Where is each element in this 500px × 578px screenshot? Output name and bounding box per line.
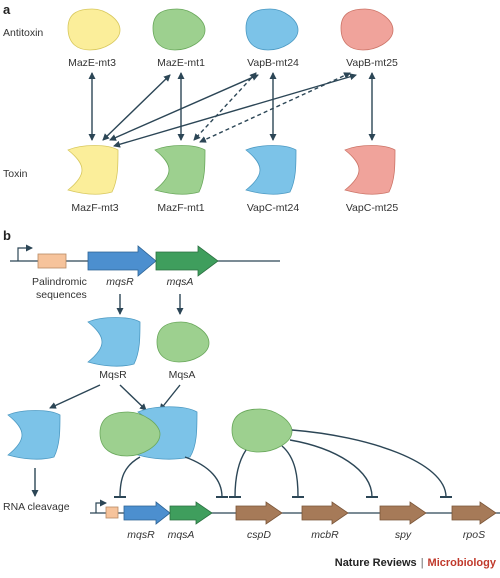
label-spy: spy	[395, 529, 412, 541]
label-mazF-mt3: MazF-mt3	[71, 202, 118, 214]
palindrome-box-bottom	[105, 506, 119, 519]
journal-credit: Nature Reviews | Microbiology	[335, 557, 497, 569]
promoter-icon-bottom	[95, 499, 107, 513]
credit-section: Microbiology	[428, 557, 497, 569]
antitoxin-vapB-mt24	[245, 8, 299, 51]
arrow-mqsR-free	[49, 384, 101, 409]
gene-mqsR-bottom	[123, 501, 171, 525]
protein-mqsA	[156, 321, 210, 363]
arrow-vapB25-mazF1-dashed	[199, 72, 351, 143]
label-vapC-mt24: VapC-mt24	[247, 202, 299, 214]
label-mazE-mt3: MazE-mt3	[68, 57, 116, 69]
label-protein-mqsR: MqsR	[99, 369, 127, 381]
repress-mqsA-rpoS	[291, 429, 453, 499]
antitoxin-mazE-mt3	[67, 8, 121, 51]
label-mqsR-top: mqsR	[106, 276, 134, 288]
label-vapB-mt24: VapB-mt24	[247, 57, 299, 69]
repress-complex-mqsR	[113, 456, 141, 499]
antitoxin-vapB-mt25	[340, 8, 394, 51]
arrow-vapB24-mazF3	[109, 74, 259, 141]
credit-separator: |	[421, 557, 424, 569]
credit-journal: Nature Reviews	[335, 557, 417, 569]
palindrome-box	[37, 253, 67, 269]
label-mcbR: mcbR	[311, 529, 339, 541]
label-mqsA-top: mqsA	[167, 276, 194, 288]
complex-mqsA-mqsR	[99, 406, 198, 460]
gene-spy	[379, 501, 427, 525]
label-mqsA-bottom: mqsA	[168, 529, 195, 541]
arrow-mqsA-complex	[159, 384, 181, 411]
repress-complex-cspD	[184, 456, 229, 499]
repress-mqsA-cspD	[228, 449, 247, 499]
toxin-mazF-mt1	[154, 145, 206, 195]
repress-mqsA-spy	[289, 439, 379, 499]
label-rpoS: rpoS	[463, 529, 485, 541]
repress-mqsA-mcbR	[281, 445, 305, 499]
panel-b-label: b	[3, 228, 11, 243]
toxin-mazF-mt3	[67, 145, 119, 195]
interaction-arrows	[88, 72, 376, 148]
gene-rpoS	[451, 501, 497, 525]
gene-mqsA-top	[155, 245, 219, 277]
label-vapB-mt25: VapB-mt25	[346, 57, 398, 69]
label-mazF-mt1: MazF-mt1	[157, 202, 204, 214]
rna-cleavage-label: RNA cleavage	[3, 501, 70, 513]
label-vapC-mt25: VapC-mt25	[346, 202, 398, 214]
label-mazE-mt1: MazE-mt1	[157, 57, 205, 69]
repression-lines	[113, 429, 453, 499]
gene-mcbR	[301, 501, 349, 525]
label-protein-mqsA: MqsA	[169, 369, 196, 381]
gene-mqsR-top	[87, 245, 157, 277]
antitoxin-mazE-mt1	[152, 8, 206, 51]
toxin-row-label: Toxin	[3, 168, 28, 180]
toxin-vapC-mt25	[344, 145, 396, 195]
arrow-mazE1-mazF3	[102, 74, 171, 141]
operon-bottom	[90, 499, 500, 525]
gene-mqsA-bottom	[169, 501, 213, 525]
antitoxin-row-label: Antitoxin	[3, 27, 43, 39]
free-mqsR	[7, 410, 61, 460]
palindrome-label-1: Palindromic	[32, 276, 87, 288]
label-mqsR-bottom: mqsR	[127, 529, 155, 541]
free-mqsA	[231, 408, 293, 453]
panel-a-label: a	[3, 2, 11, 17]
protein-mqsR	[87, 317, 141, 367]
toxin-vapC-mt24	[245, 145, 297, 195]
arrow-mqsR-complex	[119, 384, 147, 411]
label-cspD: cspD	[247, 529, 271, 541]
palindrome-label-2: sequences	[36, 289, 87, 301]
operon-top	[10, 244, 280, 277]
gene-cspD	[235, 501, 283, 525]
promoter-icon	[17, 244, 33, 261]
